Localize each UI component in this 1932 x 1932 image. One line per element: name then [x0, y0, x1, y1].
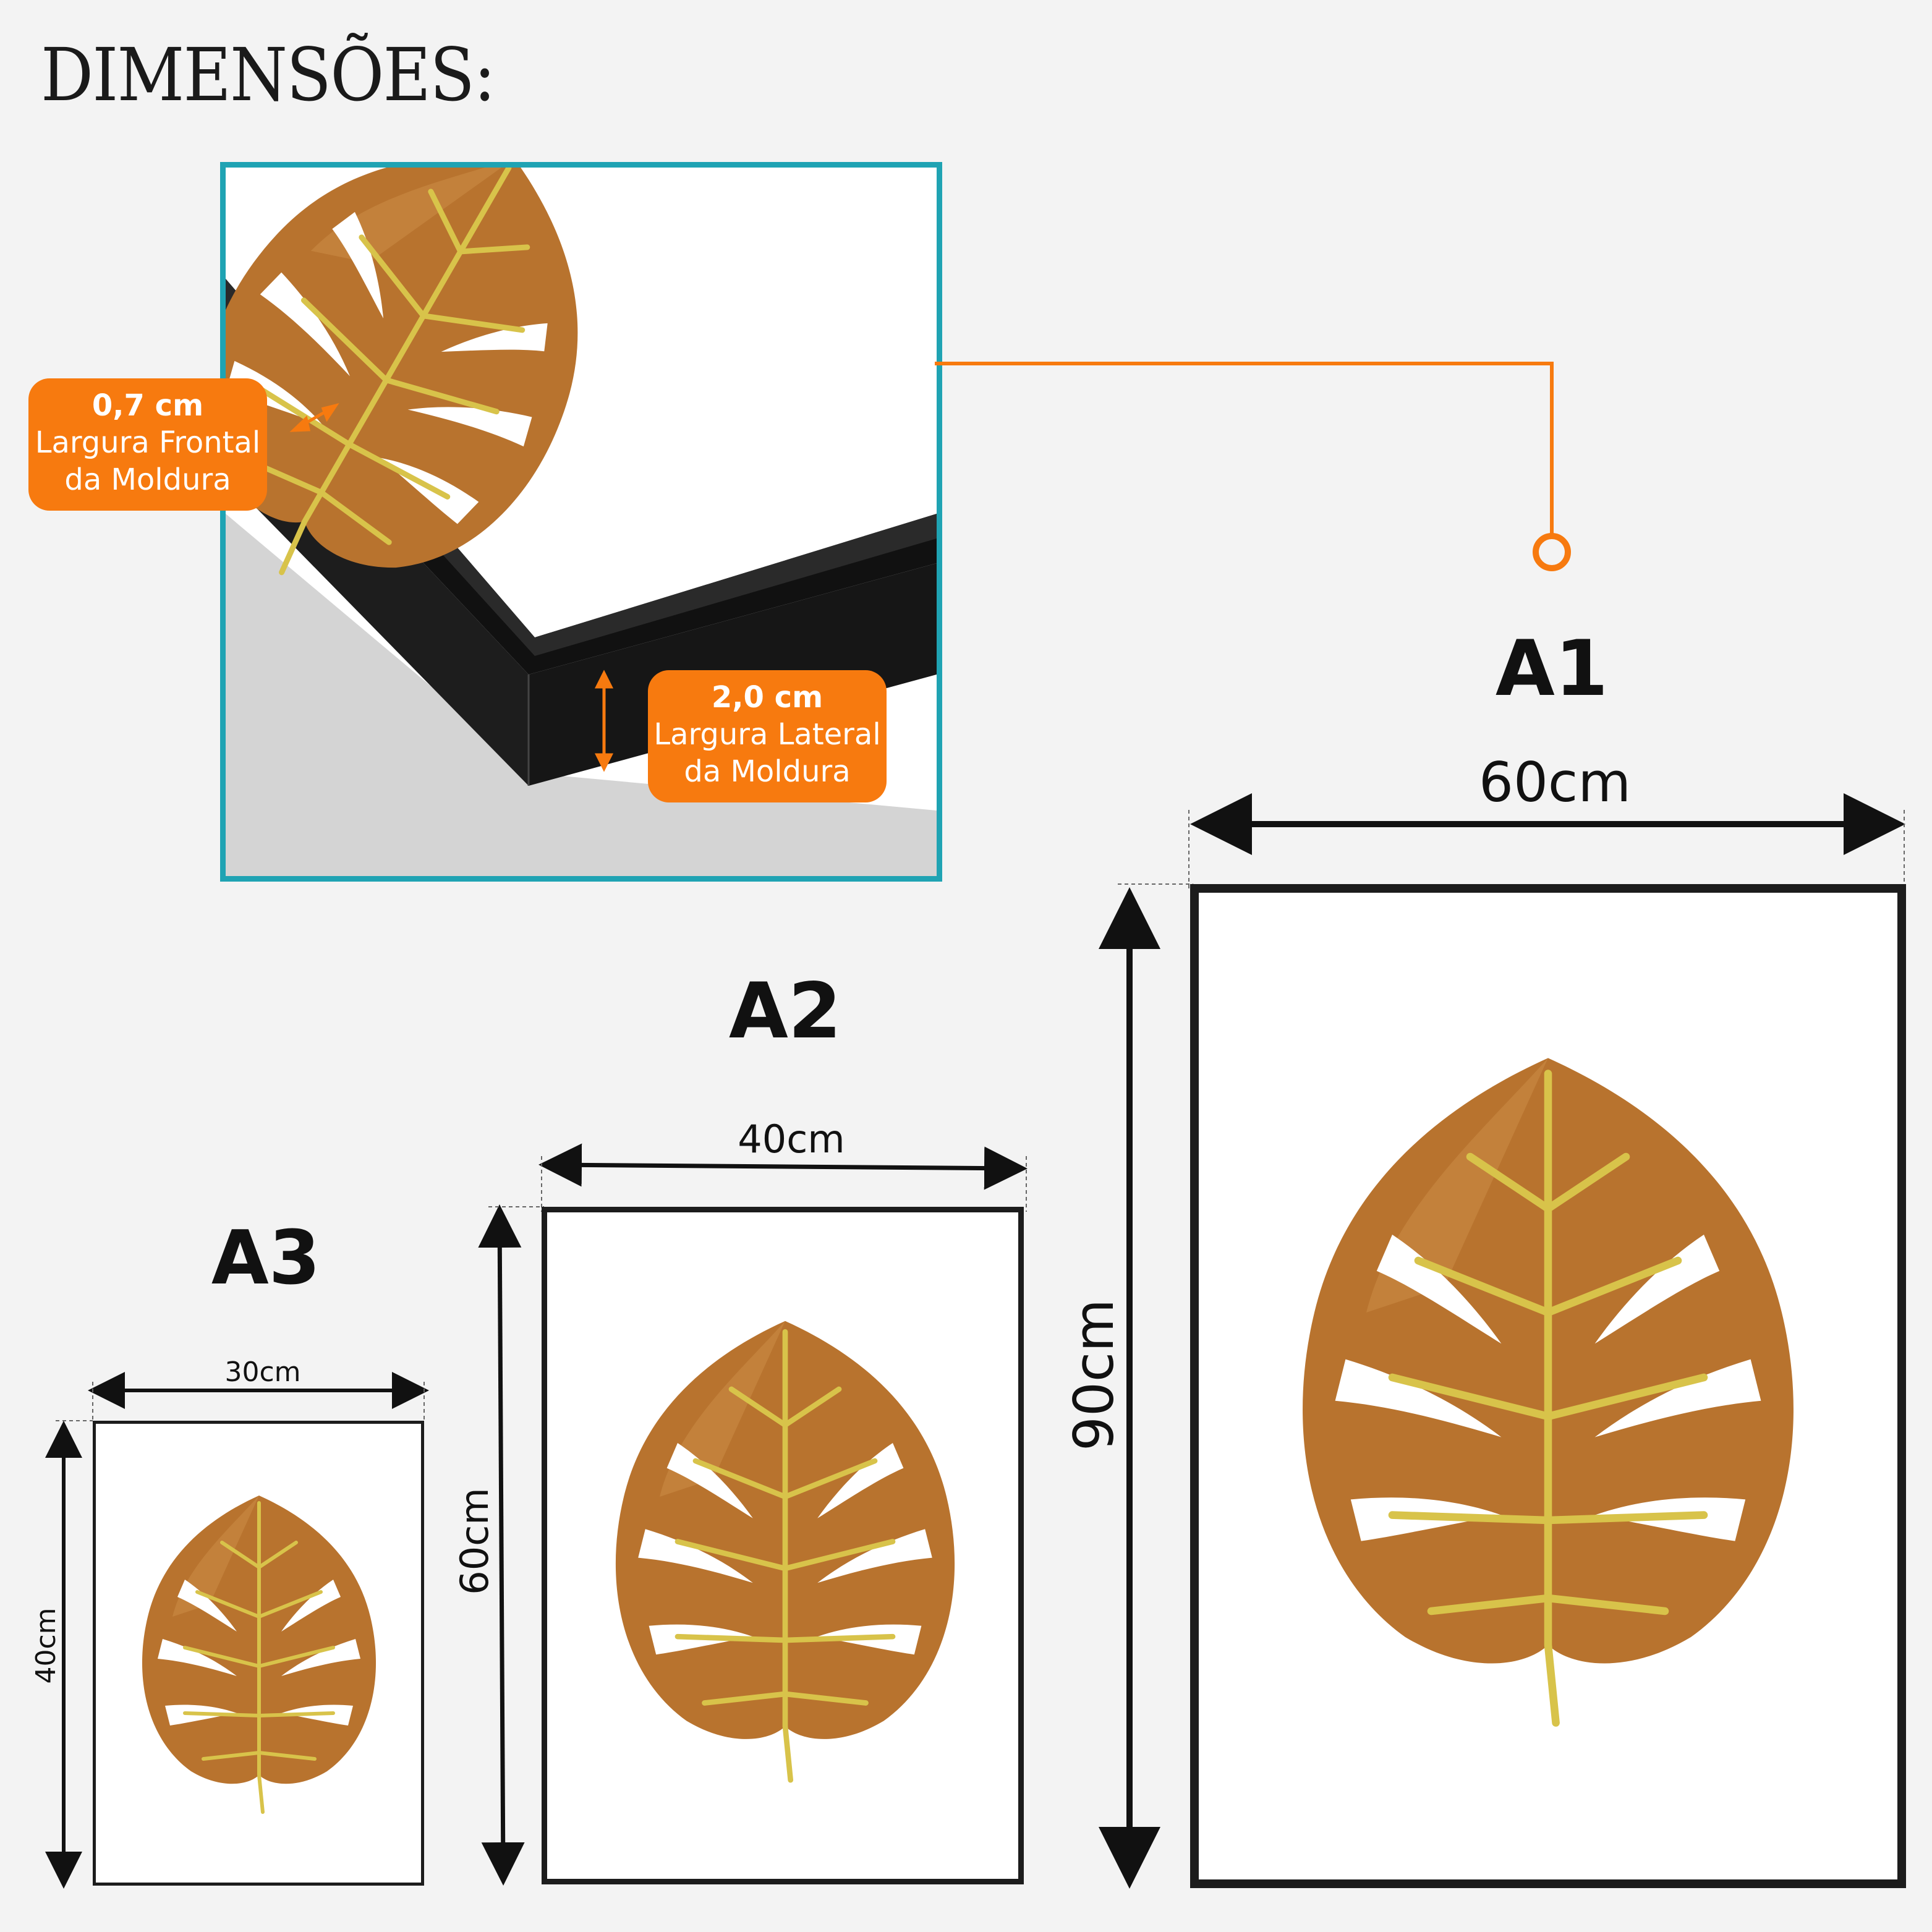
- frame-corner-illustration: [226, 168, 937, 876]
- connector-circle-icon: [1533, 533, 1571, 571]
- size-label-a3: A3: [211, 1215, 321, 1301]
- front-width-label-2: da Moldura: [64, 462, 231, 497]
- monstera-leaf-icon: [135, 1493, 383, 1815]
- size-label-a1: A1: [1495, 624, 1609, 713]
- a2-width-label: 40cm: [738, 1117, 845, 1162]
- front-width-value: 0,7 cm: [91, 388, 204, 423]
- monstera-leaf-icon: [606, 1317, 964, 1784]
- size-label-a2: A2: [728, 967, 842, 1056]
- a1-width-label: 60cm: [1478, 751, 1632, 814]
- a3-width-label: 30cm: [224, 1356, 301, 1388]
- side-width-label-1: Largura Lateral: [653, 717, 881, 752]
- a2-height-label: 60cm: [452, 1487, 497, 1595]
- side-width-label-2: da Moldura: [684, 754, 851, 789]
- frame-a1: [1190, 884, 1906, 1888]
- frame-a2: [542, 1207, 1024, 1884]
- a1-height-label: 90cm: [1062, 1298, 1126, 1452]
- frame-detail-inset: [220, 162, 942, 882]
- side-width-arrow-icon: [594, 670, 614, 772]
- a3-height-label: 40cm: [30, 1607, 62, 1684]
- frame-a3: [93, 1421, 424, 1886]
- side-width-value: 2,0 cm: [711, 680, 823, 715]
- front-width-badge: 0,7 cm Largura Frontal da Moldura: [28, 378, 267, 511]
- page-title: DIMENSÕES:: [41, 32, 496, 117]
- side-width-badge: 2,0 cm Largura Lateral da Moldura: [648, 670, 887, 802]
- front-width-arrow-icon: [289, 403, 339, 432]
- front-width-label-1: Largura Frontal: [35, 425, 261, 460]
- monstera-leaf-icon: [1288, 1050, 1808, 1730]
